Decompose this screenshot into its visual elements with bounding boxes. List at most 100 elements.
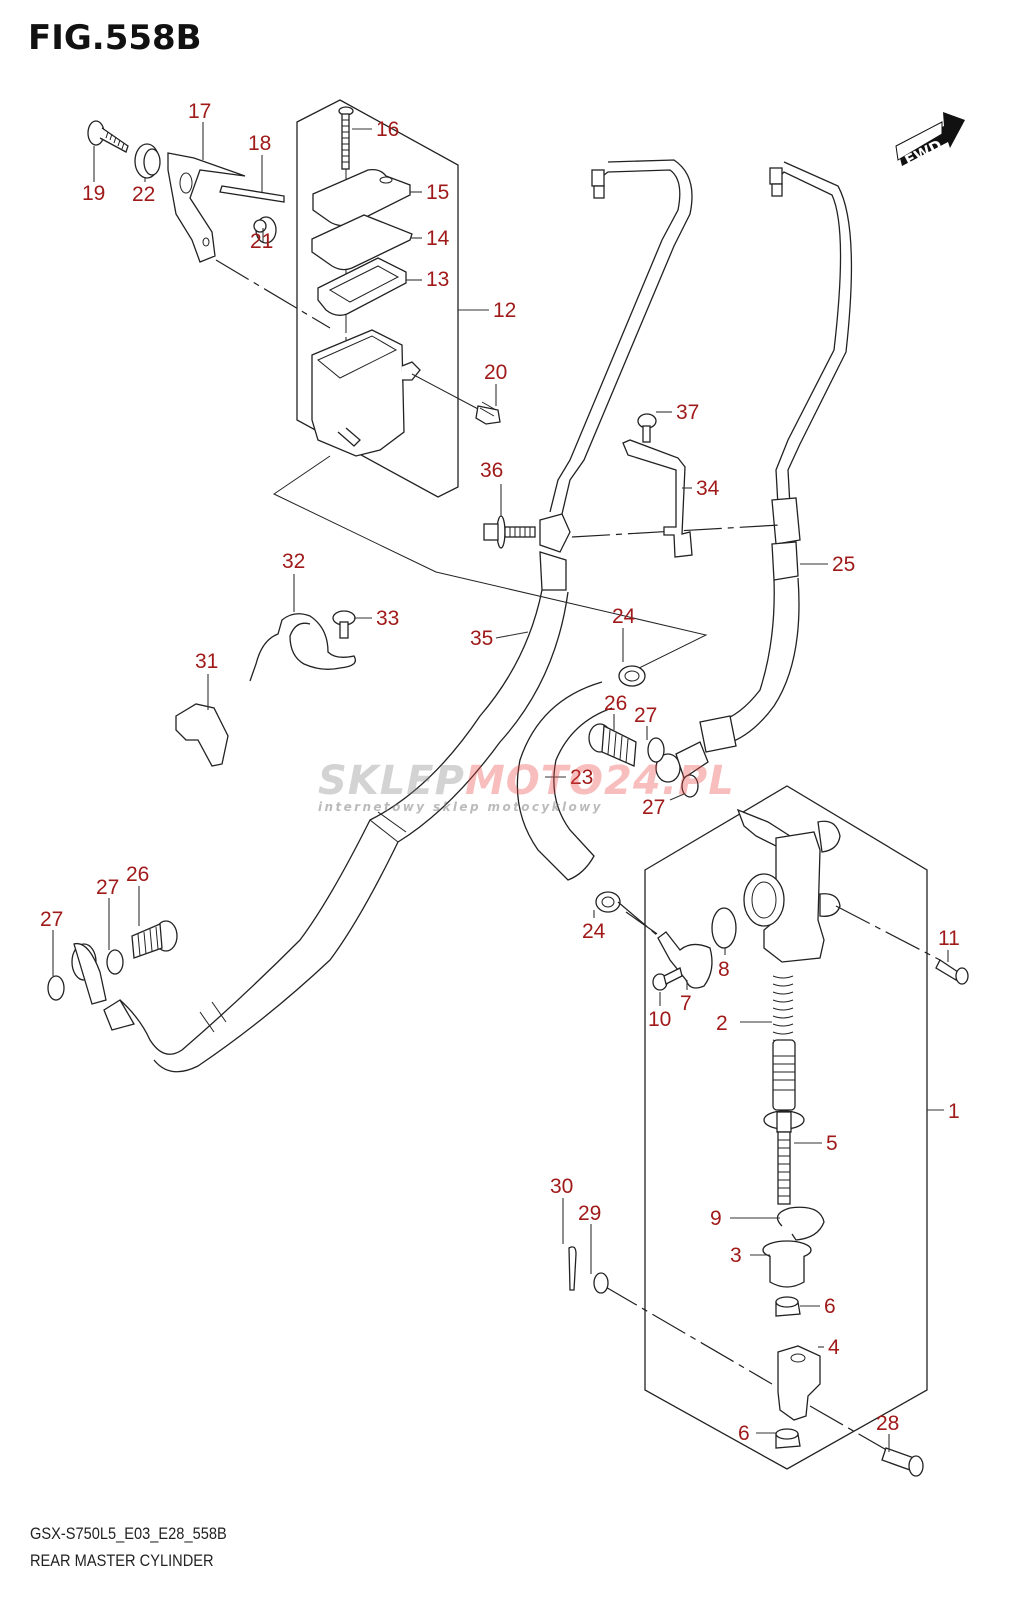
hose-clamp-upper-icon — [618, 665, 646, 687]
callout-number: 31 — [195, 650, 218, 673]
cushion-icon — [134, 143, 161, 179]
callout-number: 23 — [570, 766, 593, 789]
callout-brake-hose-1: 35 — [470, 627, 529, 650]
callout-clip-screw: 33 — [354, 607, 399, 630]
reservoir-bracket-icon — [167, 152, 246, 263]
callout-number: 27 — [634, 704, 657, 727]
callout-number: 32 — [282, 550, 305, 573]
callout-number: 37 — [676, 401, 699, 424]
callout-number: 35 — [470, 627, 493, 650]
callout-reservoir-bolt: 20 — [484, 361, 507, 406]
callout-number: 25 — [832, 553, 855, 576]
callout-number: 1 — [948, 1100, 960, 1123]
gasket-right-upper-icon — [647, 737, 665, 763]
callout-number: 26 — [604, 692, 627, 715]
master-cylinder-body-icon — [736, 808, 941, 963]
callout-number: 15 — [426, 181, 449, 204]
callout-number: 14 — [426, 227, 450, 250]
callout-reservoir-hose: 23 — [545, 766, 593, 789]
callout-number: 17 — [188, 100, 211, 123]
callout-reservoir-cap: 15 — [410, 181, 449, 204]
callout-number: 9 — [710, 1207, 722, 1230]
callout-number: 30 — [550, 1175, 573, 1198]
callout-diaphragm: 13 — [406, 268, 449, 291]
figure-title: FIG.558B — [28, 18, 202, 58]
leader-line — [669, 793, 685, 801]
clevis-pin-icon — [881, 1447, 924, 1477]
callout-number: 34 — [696, 477, 720, 500]
reservoir-bolt-icon — [411, 373, 501, 425]
callout-number: 27 — [40, 908, 63, 931]
callout-union-bolt-right: 26 — [604, 692, 627, 730]
callout-bracket-plate: 18 — [248, 132, 271, 192]
connector-screw-icon — [652, 967, 683, 991]
callout-number: 5 — [826, 1132, 838, 1155]
callout-plate: 14 — [410, 227, 450, 250]
callout-hose-clip-spring: 32 — [282, 550, 305, 612]
callout-number: 3 — [730, 1244, 742, 1267]
callout-union-bolt-left: 26 — [126, 863, 149, 926]
callout-hose-clamp-lower: 24 — [582, 910, 606, 943]
callout-number: 21 — [250, 230, 273, 253]
callout-hose-joint-bolt: 36 — [480, 459, 503, 516]
callout-nut-upper: 6 — [800, 1295, 836, 1318]
leader-line — [495, 631, 529, 639]
callout-clevis-joint: 4 — [818, 1336, 840, 1359]
plate-icon — [311, 214, 413, 271]
callout-washer: 29 — [578, 1202, 601, 1274]
brake-hose-1-icon — [71, 159, 693, 1073]
gasket-left-lower-icon — [47, 975, 65, 1001]
callout-number: 24 — [612, 605, 636, 628]
callout-hose-bracket: 34 — [682, 477, 720, 500]
callout-reservoir-assembly: 12 — [458, 299, 516, 322]
callout-nut-lower: 6 — [738, 1422, 776, 1445]
hose-clamp-holder-icon — [175, 703, 229, 767]
callout-number: 27 — [642, 796, 665, 819]
callout-brake-hose-2: 25 — [800, 553, 855, 576]
callout-number: 2 — [716, 1012, 728, 1035]
callout-number: 6 — [824, 1295, 836, 1318]
callout-number: 11 — [938, 927, 960, 950]
callout-number: 7 — [680, 992, 692, 1015]
callout-master-cylinder-assembly: 1 — [927, 1100, 960, 1123]
callout-clevis-pin: 28 — [876, 1412, 899, 1452]
callout-number: 24 — [582, 920, 606, 943]
callout-push-rod: 5 — [794, 1132, 838, 1155]
callout-bracket-bolt-2: 37 — [656, 401, 699, 424]
callout-number: 16 — [376, 118, 399, 141]
callout-number: 33 — [376, 607, 399, 630]
callout-number: 6 — [738, 1422, 750, 1445]
callout-gasket-left-lower: 27 — [40, 908, 63, 976]
figure-footer: GSX-S750L5_E03_E28_558B REAR MASTER CYLI… — [30, 1520, 227, 1574]
callout-number: 18 — [248, 132, 271, 155]
callout-number: 13 — [426, 268, 449, 291]
callout-number: 10 — [648, 1008, 671, 1031]
callout-number: 19 — [82, 182, 105, 205]
callout-number: 26 — [126, 863, 149, 886]
callout-reservoir-bracket: 17 — [188, 100, 211, 160]
callout-hose-clamp-holder: 31 — [195, 650, 218, 710]
bracket-bolt-icon — [87, 120, 129, 153]
callout-labels: 1234566789101112131415161718192021222324… — [40, 100, 960, 1452]
connector-icon — [657, 931, 713, 989]
union-bolt-left-icon — [131, 920, 178, 959]
callout-bracket-bolt: 19 — [82, 146, 105, 205]
callout-number: 4 — [828, 1336, 840, 1359]
clevis-joint-icon — [777, 1345, 821, 1421]
callout-mount-bolt: 11 — [938, 927, 960, 962]
hose-bracket-icon — [622, 439, 693, 558]
callout-cap-screw: 16 — [352, 118, 399, 141]
callout-piston-spring-set: 2 — [716, 1012, 772, 1035]
reservoir-group-projection — [273, 455, 437, 573]
boot-icon — [762, 1240, 812, 1288]
callout-gasket-left-upper: 27 — [96, 876, 119, 950]
model-code: GSX-S750L5_E03_E28_558B — [30, 1524, 227, 1543]
bracket-plate-icon — [219, 185, 285, 203]
push-rod-icon — [763, 1110, 805, 1205]
callout-collar: 21 — [250, 228, 273, 253]
callout-o-ring: 8 — [718, 948, 730, 981]
callout-number: 8 — [718, 958, 730, 981]
mount-bolt-icon — [935, 959, 969, 985]
callout-gasket-right-upper: 27 — [634, 704, 657, 740]
cotter-pin-icon — [568, 1246, 577, 1291]
